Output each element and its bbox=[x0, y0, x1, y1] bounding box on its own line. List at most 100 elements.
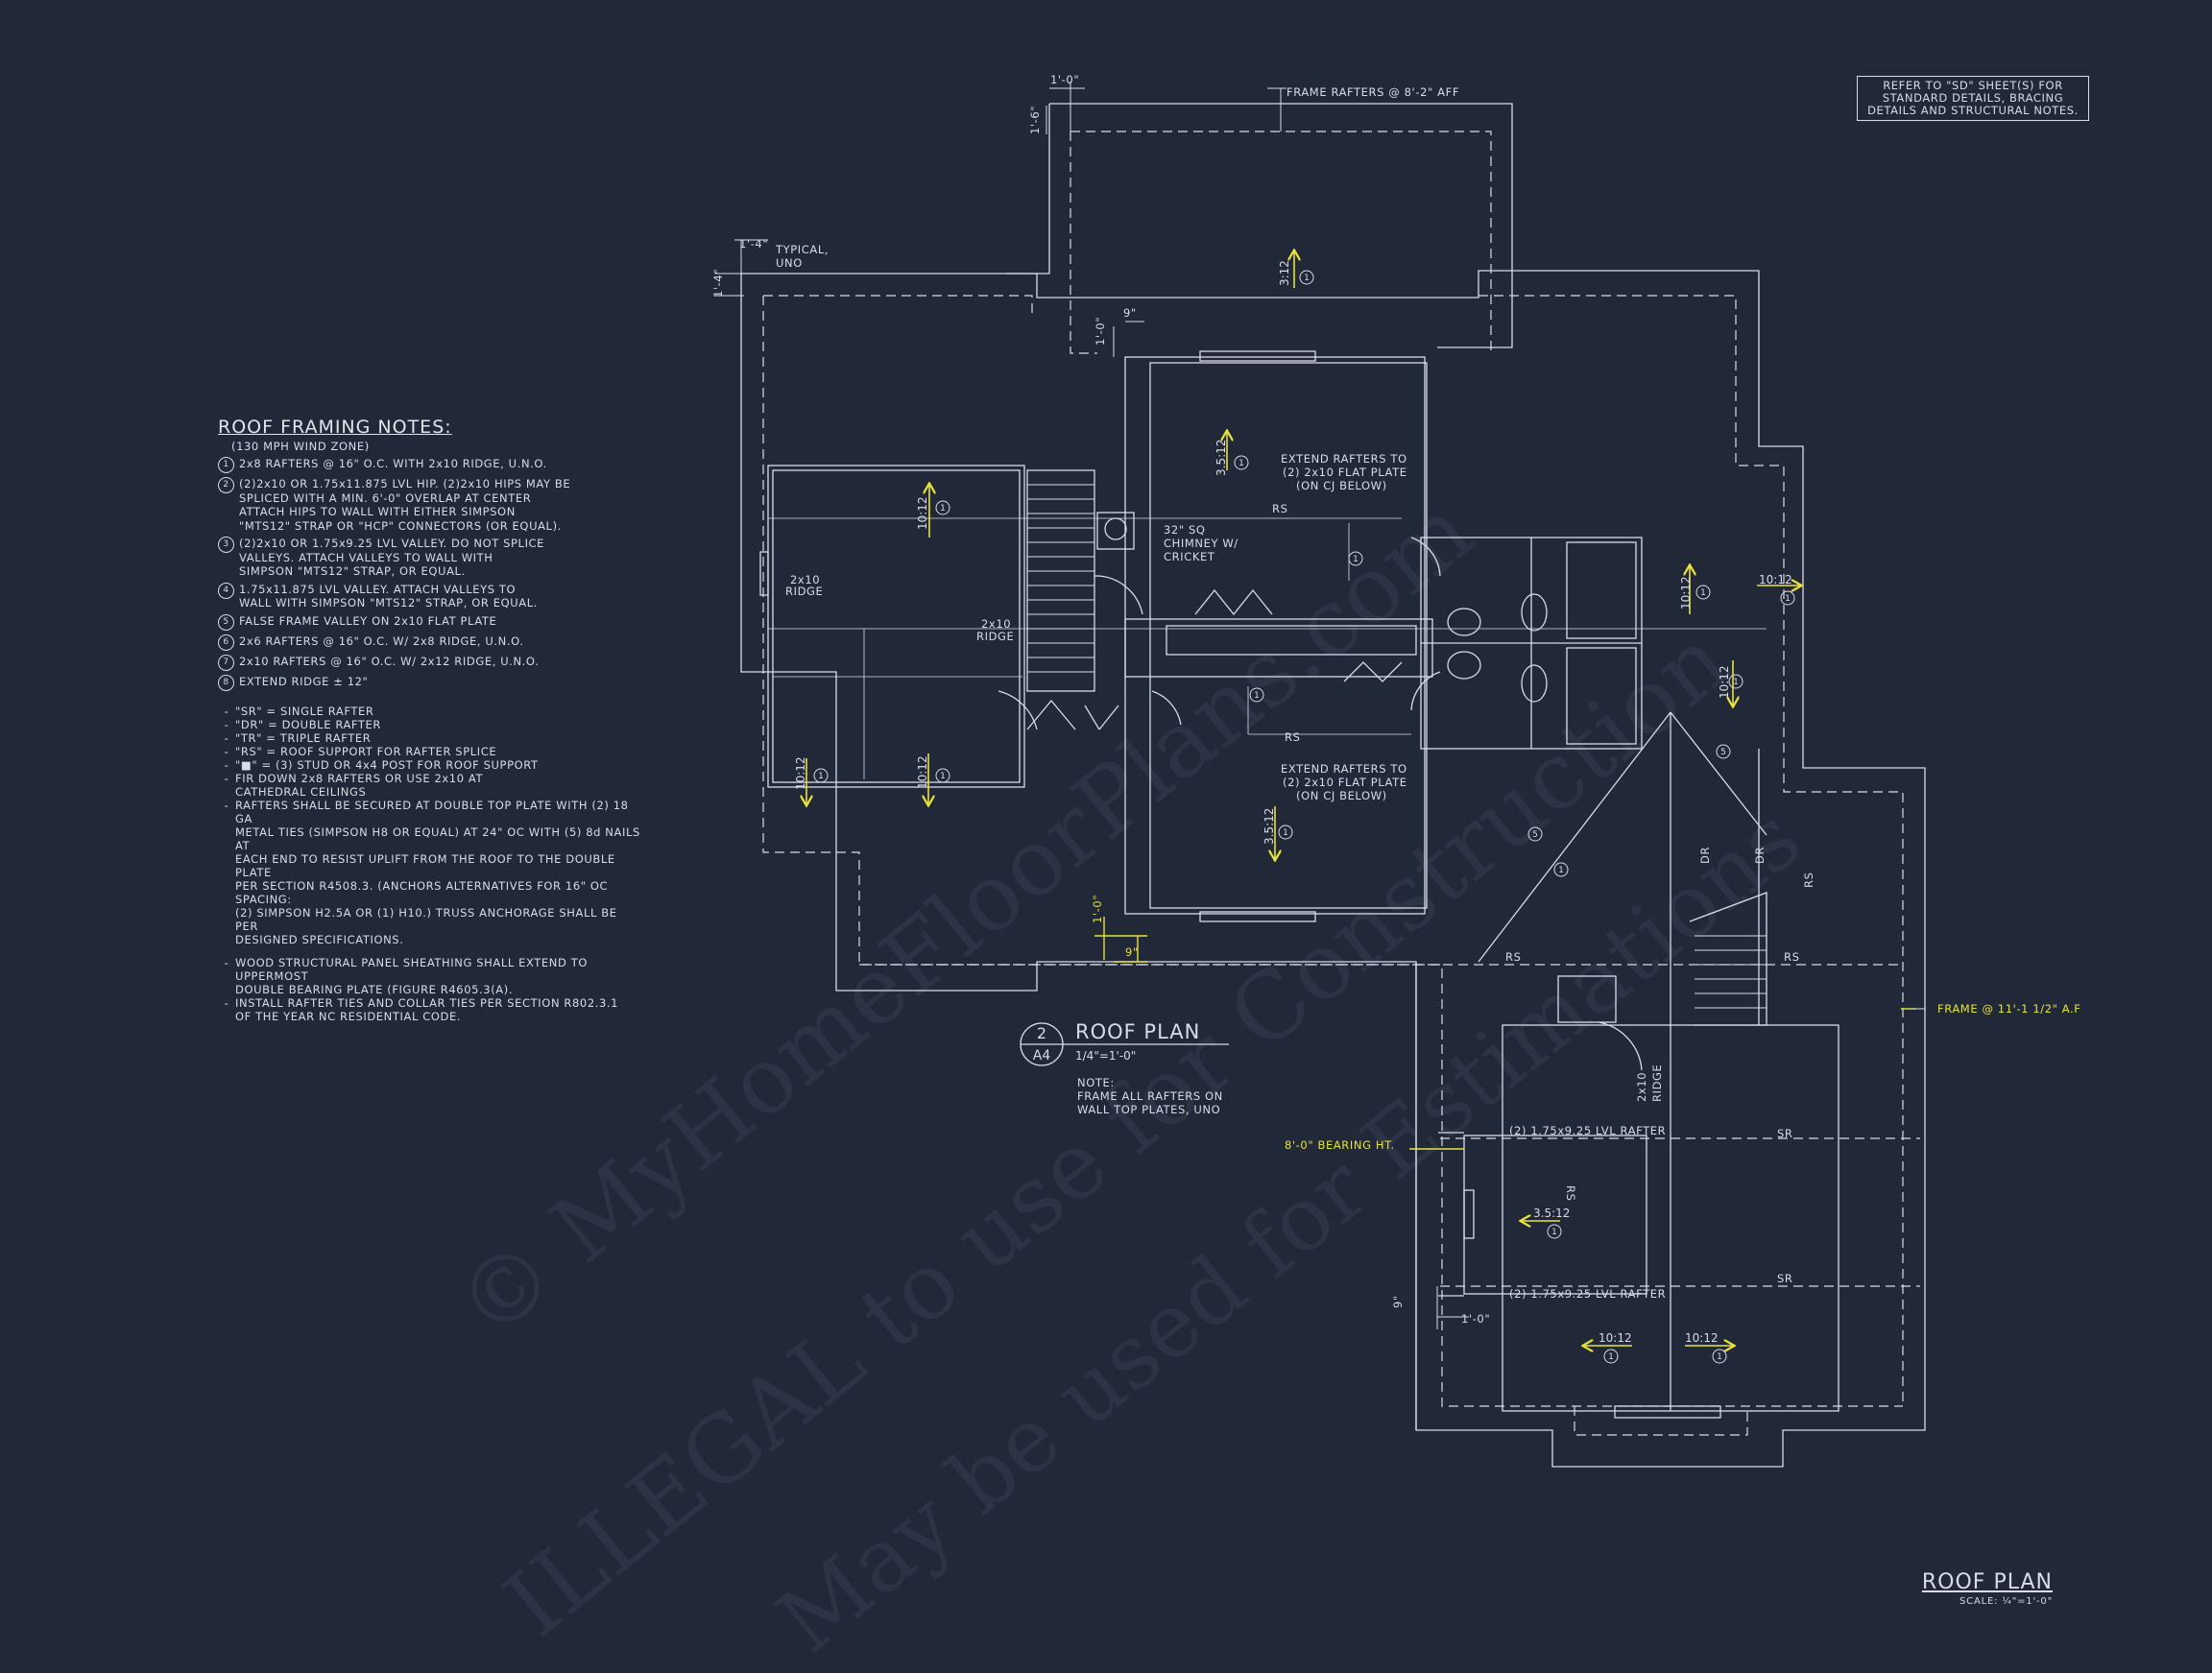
note-number: 5 bbox=[218, 613, 234, 631]
sr-label: SR bbox=[1777, 1127, 1793, 1140]
bearing-height: 8'-0" BEARING HT. bbox=[1285, 1138, 1395, 1152]
notes-bullets-2: -WOOD STRUCTURAL PANEL SHEATHING SHALL E… bbox=[218, 956, 640, 1023]
pitch-label: 10:12 bbox=[794, 756, 807, 790]
reference-note-box: REFER TO "SD" SHEET(S) FOR STANDARD DETA… bbox=[1857, 76, 2089, 121]
note-text: 2x10 RAFTERS @ 16" O.C. W/ 2x12 RIDGE, U… bbox=[239, 655, 539, 671]
extend-a-1: EXTEND RAFTERS TO bbox=[1281, 452, 1407, 466]
key-number: 1 bbox=[940, 772, 946, 781]
note-bullet: CATHEDRAL CEILINGS bbox=[235, 784, 367, 799]
note-text: FALSE FRAME VALLEY ON 2x10 FLAT PLATE bbox=[239, 614, 496, 631]
roof-framing-notes: ROOF FRAMING NOTES: (130 MPH WIND ZONE) … bbox=[218, 417, 640, 1023]
note-key-markers bbox=[813, 270, 1795, 1364]
pitch-label: 10:12 bbox=[1685, 1331, 1719, 1345]
note-item: 7 2x10 RAFTERS @ 16" O.C. W/ 2x12 RIDGE, … bbox=[218, 654, 640, 671]
pitch-label: 3.5:12 bbox=[1533, 1207, 1570, 1220]
wind-zone: (130 MPH WIND ZONE) bbox=[231, 440, 370, 453]
viewport-number: 2 bbox=[1037, 1024, 1046, 1042]
note-bullet: -"TR" = TRIPLE RAFTER bbox=[224, 730, 372, 745]
viewport-label: 2 A4 ROOF PLAN 1/4"=1'-0" NOTE: FRAME AL… bbox=[1020, 1020, 1229, 1116]
lvl-rafter-top: (2) 1.75x9.25 LVL RAFTER bbox=[1509, 1124, 1666, 1137]
notes-bullets: -"SR" = SINGLE RAFTER-"DR" = DOUBLE RAFT… bbox=[218, 705, 640, 946]
note-bullet: -"SR" = SINGLE RAFTER bbox=[224, 704, 374, 718]
note-bullet: (2) SIMPSON H2.5A OR (1) H10.) TRUSS ANC… bbox=[235, 905, 617, 933]
dim-9-low: 9" bbox=[1391, 1295, 1405, 1308]
note-item: 2 (2)2x10 OR 1.75x11.875 LVL HIP. (2)2x10… bbox=[218, 477, 640, 533]
chimney-1: 32" SQ bbox=[1164, 523, 1206, 537]
note-bullet: -RAFTERS SHALL BE SECURED AT DOUBLE TOP … bbox=[224, 798, 629, 825]
extend-b-1: EXTEND RAFTERS TO bbox=[1281, 762, 1407, 776]
note-line: (2)2x10 OR 1.75x11.875 LVL HIP. (2)2x10 … bbox=[239, 477, 571, 490]
note-bullet: -FIR DOWN 2x8 RAFTERS OR USE 2x10 AT bbox=[224, 771, 484, 785]
rs-label: RS bbox=[1802, 872, 1815, 889]
reference-line: DETAILS AND STRUCTURAL NOTES. bbox=[1867, 104, 2079, 117]
note-text: 2x8 RAFTERS @ 16" O.C. WITH 2x10 RIDGE, … bbox=[239, 457, 547, 473]
note-line: 1.75x11.875 LVL VALLEY. ATTACH VALLEYS T… bbox=[239, 582, 517, 596]
viewport-note-3: WALL TOP PLATES, UNO bbox=[1077, 1103, 1220, 1116]
dim-1-4: 1'-4" bbox=[739, 237, 768, 251]
note-item: 4 1.75x11.875 LVL VALLEY. ATTACH VALLEYS … bbox=[218, 582, 640, 610]
rs-label: RS bbox=[1505, 950, 1522, 964]
note-number: 4 bbox=[218, 582, 234, 599]
viewport-note-2: FRAME ALL RAFTERS ON bbox=[1077, 1089, 1223, 1103]
ridge-mid-size: 2x10 bbox=[981, 617, 1011, 631]
notes-title: ROOF FRAMING NOTES: bbox=[218, 417, 452, 438]
note-bullet: PER SECTION R4508.3. (ANCHORS ALTERNATIV… bbox=[235, 878, 609, 906]
note-key-numbers: 1 1 1 1 1 1 1 1 1 1 1 1 1 1 1 5 5 bbox=[818, 274, 1791, 1362]
ridge-left-label: RIDGE bbox=[785, 585, 823, 598]
extend-a-3: (ON CJ BELOW) bbox=[1296, 479, 1387, 492]
viewport-title: ROOF PLAN bbox=[1075, 1020, 1200, 1043]
note-bullet: -WOOD STRUCTURAL PANEL SHEATHING SHALL E… bbox=[224, 955, 588, 983]
rs-label: RS bbox=[1272, 502, 1288, 515]
key-number: 1 bbox=[940, 504, 946, 514]
stair-treads-2 bbox=[1695, 935, 1767, 1009]
stair-treads bbox=[1027, 484, 1094, 673]
dim-1-4-vert: 1'-4" bbox=[711, 269, 725, 298]
note-item: 5 FALSE FRAME VALLEY ON 2x10 FLAT PLATE bbox=[218, 613, 640, 631]
note-bullet: -"RS" = ROOF SUPPORT FOR RAFTER SPLICE bbox=[224, 744, 497, 758]
extend-a-2: (2) 2x10 FLAT PLATE bbox=[1283, 466, 1407, 479]
note-bullet: DOUBLE BEARING PLATE (FIGURE R4605.3(A). bbox=[235, 982, 514, 996]
key-number: 1 bbox=[818, 772, 824, 781]
viewport-scale: 1/4"=1'-0" bbox=[1075, 1049, 1136, 1063]
note-line: (2)2x10 OR 1.75x9.25 LVL VALLEY. DO NOT … bbox=[239, 537, 545, 550]
note-line: SIMPSON "MTS12" STRAP, OR EQUAL. bbox=[239, 564, 466, 578]
note-line: EXTEND RIDGE ± 12" bbox=[239, 674, 369, 688]
frame-height-right: FRAME @ 11'-1 1/2" A.F bbox=[1937, 1002, 2081, 1016]
note-text: 1.75x11.875 LVL VALLEY. ATTACH VALLEYS T… bbox=[239, 583, 538, 610]
pitch-label: 10:12 bbox=[1599, 1331, 1632, 1345]
annotation-text: FRAME RAFTERS @ 8'-2" AFF 1'-0" 1'-6" TY… bbox=[711, 73, 2081, 1326]
wall-outlines bbox=[740, 103, 1926, 1468]
reference-line: REFER TO "SD" SHEET(S) FOR bbox=[1883, 79, 2063, 92]
note-line: 2x6 RAFTERS @ 16" O.C. W/ 2x8 RIDGE, U.N… bbox=[239, 633, 524, 648]
sr-label: SR bbox=[1777, 1272, 1793, 1285]
dim-9-mid: 9" bbox=[1123, 306, 1137, 320]
key-number: 5 bbox=[1532, 830, 1538, 840]
pitch-label: 10:12 bbox=[1718, 665, 1731, 699]
rs-label: RS bbox=[1564, 1185, 1577, 1202]
ridge-mid-label: RIDGE bbox=[976, 630, 1014, 643]
key-number: 1 bbox=[1353, 555, 1358, 564]
sheet-title: ROOF PLAN bbox=[1921, 1570, 2053, 1594]
pitch-label: 3:12 bbox=[1278, 260, 1291, 286]
note-line: 2x8 RAFTERS @ 16" O.C. WITH 2x10 RIDGE, … bbox=[239, 457, 547, 470]
note-line: VALLEYS. ATTACH VALLEYS TO WALL WITH bbox=[239, 550, 493, 564]
typical-label: TYPICAL, bbox=[775, 243, 829, 256]
dr-label: DR bbox=[1698, 847, 1712, 864]
note-item: 3(2)2x10 OR 1.75x9.25 LVL VALLEY. DO NOT… bbox=[218, 537, 640, 579]
key-number: 1 bbox=[1785, 594, 1791, 604]
note-bullet: -INSTALL RAFTER TIES AND COLLAR TIES PER… bbox=[224, 995, 619, 1010]
note-line: SPLICED WITH A MIN. 6'-0" OVERLAP AT CEN… bbox=[239, 490, 532, 505]
note-number: 7 bbox=[218, 654, 234, 671]
extend-b-2: (2) 2x10 FLAT PLATE bbox=[1283, 776, 1407, 789]
key-number: 1 bbox=[1700, 588, 1706, 598]
rs-label: RS bbox=[1784, 950, 1800, 964]
key-number: 1 bbox=[1304, 274, 1310, 283]
note-line: ATTACH HIPS TO WALL WITH EITHER SIMPSON bbox=[239, 505, 516, 518]
note-bullet: -"■" = (3) STUD OR 4x4 POST FOR ROOF SUP… bbox=[224, 757, 539, 772]
reference-line: STANDARD DETAILS, BRACING bbox=[1882, 91, 2064, 105]
pitch-label: 3.5:12 bbox=[1214, 440, 1228, 476]
eave-lines bbox=[762, 131, 1920, 1436]
note-number: 2 bbox=[218, 477, 234, 493]
lvl-rafter-bot: (2) 1.75x9.25 LVL RAFTER bbox=[1509, 1287, 1666, 1301]
